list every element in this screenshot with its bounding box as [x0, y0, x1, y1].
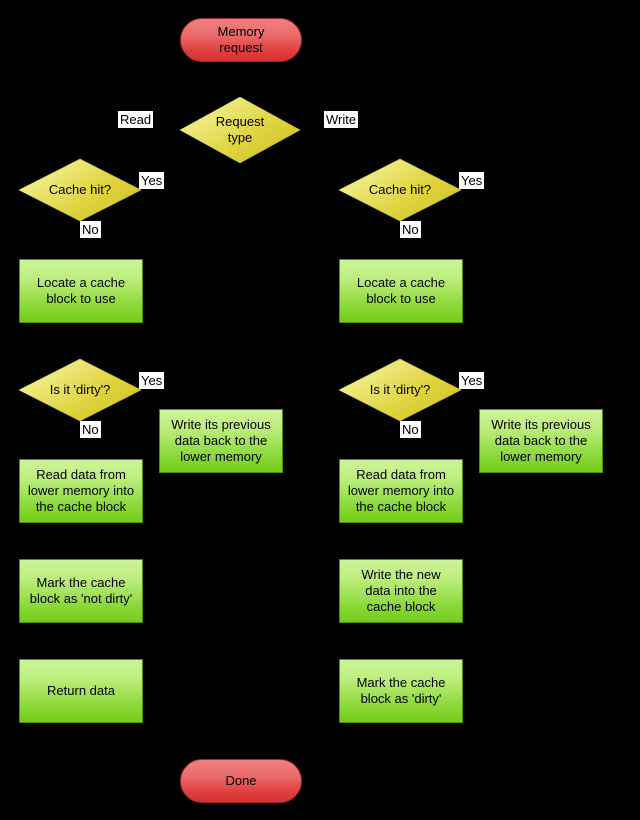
connector-write-is-dirty-no	[399, 421, 401, 459]
connector-read-mark-to-return	[79, 621, 81, 659]
node-write-mark-dirty-label: Mark the cache block as 'dirty'	[356, 675, 446, 706]
node-write-locate-block[interactable]: Locate a cache block to use	[339, 259, 463, 323]
edge-label-read: Read	[118, 111, 154, 128]
diamond-shape	[339, 159, 461, 221]
edge-label-write: Write	[324, 111, 359, 128]
node-write-is-dirty[interactable]: Is it 'dirty'?	[338, 358, 462, 422]
node-write-locate-block-label: Locate a cache block to use	[356, 275, 446, 306]
edge-label-read-hit-no: No	[80, 221, 101, 238]
node-read-locate-block[interactable]: Locate a cache block to use	[19, 259, 143, 323]
connector-read-is-dirty-yes	[141, 439, 159, 441]
connector-request-type-to-write-cache-hit	[300, 129, 400, 131]
connector-read-fill-to-mark	[79, 521, 81, 559]
node-read-cache-hit[interactable]: Cache hit?	[18, 158, 142, 222]
node-read-return-data[interactable]: Return data	[19, 659, 143, 723]
connector-write-cache-hit-no	[399, 221, 401, 259]
diamond-shape	[19, 159, 141, 221]
diamond-shape	[339, 359, 461, 421]
node-read-writeback-label: Write its previous data back to the lowe…	[171, 417, 271, 464]
connector-write-mark-dirty-to-done	[399, 721, 401, 780]
connector-write-fill-to-new-data	[399, 521, 401, 559]
node-request-type[interactable]: Request type	[179, 96, 301, 164]
node-write-fill-block-label: Read data from lower memory into the cac…	[347, 467, 455, 514]
edge-label-write-hit-no: No	[400, 221, 421, 238]
node-write-new-data-label: Write the new data into the cache block	[361, 567, 441, 614]
connector-write-locate-to-is-dirty	[399, 321, 401, 359]
connector-read-cache-hit-no	[79, 221, 81, 259]
node-write-writeback-label: Write its previous data back to the lowe…	[491, 417, 591, 464]
connector-request-type-to-read-cache-hit	[80, 129, 180, 131]
node-write-writeback[interactable]: Write its previous data back to the lowe…	[479, 409, 603, 473]
node-done[interactable]: Done	[180, 759, 302, 803]
connector-read-locate-to-is-dirty	[79, 321, 81, 359]
node-memory-request[interactable]: Memory request	[180, 18, 302, 62]
node-read-mark-not-dirty-label: Mark the cache block as 'not dirty'	[29, 575, 133, 606]
node-memory-request-label: Memory request	[217, 24, 265, 55]
node-write-mark-dirty[interactable]: Mark the cache block as 'dirty'	[339, 659, 463, 723]
node-read-mark-not-dirty[interactable]: Mark the cache block as 'not dirty'	[19, 559, 143, 623]
connector-request-type-read-vertical	[79, 129, 81, 159]
connector-memory-request-to-request-type	[239, 60, 241, 97]
edge-label-read-dirty-yes: Yes	[139, 372, 165, 389]
connector-write-is-dirty-yes	[461, 439, 479, 441]
connector-read-is-dirty-no	[79, 421, 81, 459]
diamond-shape	[19, 359, 141, 421]
connector-request-type-write-vertical	[399, 129, 401, 159]
connector-read-done-horizontal	[79, 779, 180, 781]
node-read-is-dirty[interactable]: Is it 'dirty'?	[18, 358, 142, 422]
connector-write-done-horizontal	[300, 779, 401, 781]
edge-label-write-dirty-no: No	[400, 421, 421, 438]
node-done-label: Done	[225, 773, 257, 788]
node-read-locate-block-label: Locate a cache block to use	[36, 275, 126, 306]
node-read-return-data-label: Return data	[47, 683, 115, 698]
edge-label-write-dirty-yes: Yes	[459, 372, 485, 389]
connector-read-return-to-done	[79, 721, 81, 780]
node-read-writeback[interactable]: Write its previous data back to the lowe…	[159, 409, 283, 473]
edge-label-read-dirty-no: No	[80, 421, 101, 438]
connector-write-new-data-to-mark-dirty	[399, 621, 401, 659]
node-write-fill-block[interactable]: Read data from lower memory into the cac…	[339, 459, 463, 523]
node-read-fill-block-label: Read data from lower memory into the cac…	[27, 467, 135, 514]
edge-label-write-hit-yes: Yes	[459, 172, 485, 189]
node-write-new-data[interactable]: Write the new data into the cache block	[339, 559, 463, 623]
node-read-fill-block[interactable]: Read data from lower memory into the cac…	[19, 459, 143, 523]
node-write-cache-hit[interactable]: Cache hit?	[338, 158, 462, 222]
edge-label-read-hit-yes: Yes	[139, 172, 165, 189]
diamond-shape	[180, 97, 300, 163]
